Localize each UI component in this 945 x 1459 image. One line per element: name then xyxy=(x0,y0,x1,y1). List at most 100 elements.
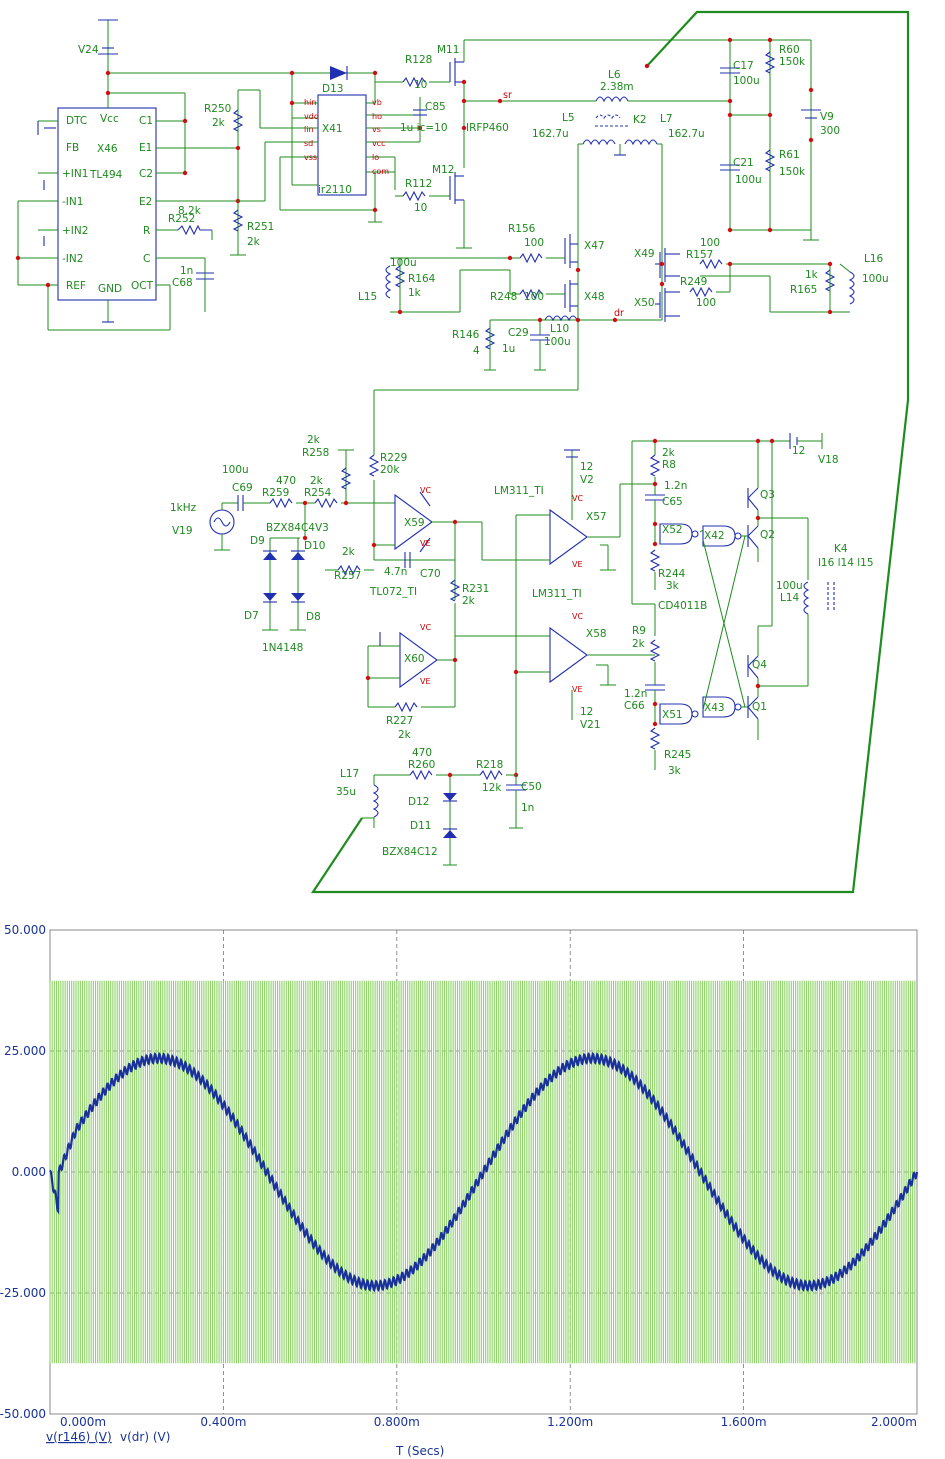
pin-vs: vs xyxy=(372,125,381,134)
pin-sd: sd xyxy=(304,139,313,148)
label-X46: X46 xyxy=(97,143,118,155)
label-R146-value: 4 xyxy=(473,345,480,357)
label-L10: L10 xyxy=(550,323,569,335)
x-tick-label: 1.200m xyxy=(547,1415,593,1429)
label-R128-value: 10 xyxy=(414,79,427,91)
label-L17-value: 35u xyxy=(336,786,356,798)
label-C65: C65 xyxy=(662,496,683,508)
half-bridge xyxy=(375,37,821,249)
label-R260-value: 470 xyxy=(412,747,432,759)
label-R60-value: 150k xyxy=(779,56,806,68)
sine-reference-section: VC VE VC VE xyxy=(209,449,530,713)
feedback-loop-wire xyxy=(310,10,910,894)
feedback-input-section xyxy=(362,769,526,866)
label-R8-value: 2k xyxy=(662,447,676,459)
label-R61: R61 xyxy=(779,149,800,161)
label-Vcc: Vcc xyxy=(100,113,119,125)
label-L7-value: 162.7u xyxy=(668,128,705,140)
label-X59: X59 xyxy=(404,517,425,529)
label-R112-value: 10 xyxy=(414,202,427,214)
label-R252-value: 8.2k xyxy=(178,205,202,217)
x60-vc-pin: VC xyxy=(420,623,431,632)
x-tick-label: 0.400m xyxy=(200,1415,246,1429)
v-r146-trace xyxy=(49,1051,919,1293)
x59-ve-pin: VE xyxy=(420,539,431,548)
label-C50-value: 1n xyxy=(521,802,534,814)
pin-vcc: vcc xyxy=(372,139,386,148)
label-E2: E2 xyxy=(139,196,152,208)
label-V19-frequency: 1kHz xyxy=(170,502,197,514)
label-R258: R258 xyxy=(302,447,329,459)
y-tick-label: 0.000 xyxy=(12,1165,46,1179)
label-C29-value: 1u xyxy=(502,343,515,355)
label-R245: R245 xyxy=(664,749,691,761)
label-C70: C70 xyxy=(420,568,441,580)
pin-com: com xyxy=(372,167,389,176)
label-R9-value: 2k xyxy=(632,638,646,650)
x60-ve-pin: VE xyxy=(420,677,431,686)
label-FB: FB xyxy=(66,142,79,154)
label-R229-value: 20k xyxy=(380,464,400,476)
label-Q3: Q3 xyxy=(760,489,775,501)
label-IN1p: +IN1 xyxy=(62,168,88,180)
label-D13: D13 xyxy=(322,83,343,95)
label-R165-value: 1k xyxy=(805,269,819,281)
label-X52: X52 xyxy=(662,524,683,536)
label-C68-value: 1n xyxy=(180,265,193,277)
label-E1: E1 xyxy=(139,142,152,154)
label-R244-value: 3k xyxy=(666,580,680,592)
label-R249-value: 100 xyxy=(696,297,716,309)
label-K4: K4 xyxy=(834,543,848,555)
label-L7: L7 xyxy=(660,113,673,125)
label-K4-inductors: l16 l14 l15 xyxy=(818,557,874,569)
label-L10-value: 100u xyxy=(544,336,571,348)
label-C66: C66 xyxy=(624,700,645,712)
label-X42: X42 xyxy=(704,530,725,542)
x59-vc-pin: VC xyxy=(420,486,431,495)
label-V9: V9 xyxy=(820,111,834,123)
label-V18: V18 xyxy=(818,454,839,466)
label-R61-value: 150k xyxy=(779,166,806,178)
label-CD4011B: CD4011B xyxy=(658,600,707,612)
x-tick-label: 1.600m xyxy=(721,1415,767,1429)
label-X57: X57 xyxy=(586,511,607,523)
label-X60: X60 xyxy=(404,653,425,665)
label-X58: X58 xyxy=(586,628,607,640)
label-R165: R165 xyxy=(790,284,817,296)
label-C17: C17 xyxy=(733,60,754,72)
pin-lo: lo xyxy=(372,153,379,162)
label-R8: R8 xyxy=(662,459,676,471)
label-DTC: DTC xyxy=(66,115,87,127)
label-OCT: OCT xyxy=(131,280,154,292)
label-R112: R112 xyxy=(405,178,432,190)
label-R157-value: 100 xyxy=(700,237,720,249)
label-TL072: TL072_TI xyxy=(369,586,417,598)
label-D10: D10 xyxy=(304,540,325,552)
label-C69: C69 xyxy=(232,482,253,494)
label-BZX84C12: BZX84C12 xyxy=(382,846,438,858)
label-C1: C1 xyxy=(139,115,153,127)
label-R250-value: 2k xyxy=(212,117,226,129)
label-X43: X43 xyxy=(704,702,725,714)
label-L16-value: 100u xyxy=(862,273,889,285)
label-L15: L15 xyxy=(358,291,377,303)
label-LM311-b: LM311_TI xyxy=(532,588,582,600)
label-C21: C21 xyxy=(733,157,754,169)
pin-vb: vb xyxy=(372,98,382,107)
label-R146: R146 xyxy=(452,329,480,341)
label-R260: R260 xyxy=(408,759,435,771)
label-X50: X50 xyxy=(634,297,655,309)
label-ir2110: ir2110 xyxy=(318,184,352,196)
y-tick-label: 25.000 xyxy=(4,1044,46,1058)
label-R257: R257 xyxy=(334,570,361,582)
pin-lin: lin xyxy=(304,125,314,134)
label-Q2: Q2 xyxy=(760,529,775,541)
pin-hin: hin xyxy=(304,98,316,107)
label-R227: R227 xyxy=(386,715,413,727)
comparator-logic-section: VC VE VC VE xyxy=(513,433,835,778)
label-R218: R218 xyxy=(476,759,503,771)
legend-v-r146: v(r146) (V) xyxy=(46,1430,112,1444)
label-D11: D11 xyxy=(410,820,431,832)
label-R164-value: 1k xyxy=(408,287,422,299)
